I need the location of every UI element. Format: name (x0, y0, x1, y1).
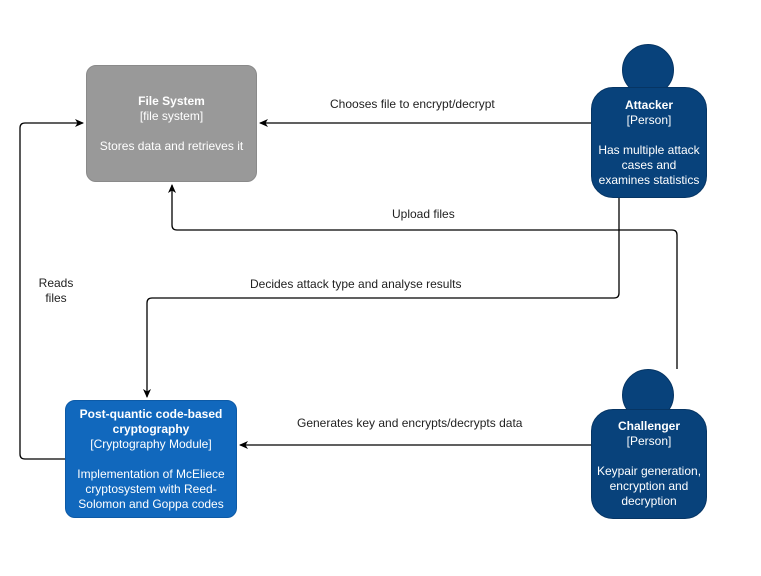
crypto-description-line2: cryptosystem with Reed- (85, 481, 217, 496)
challenger-description-line3: decryption (621, 494, 677, 508)
edge-reads-files (19, 119, 84, 460)
attacker-node[interactable]: Attacker [Person] Has multiple attack ca… (591, 87, 707, 198)
attacker-description-line3: examines statistics (598, 172, 700, 187)
attacker-title: Attacker (624, 97, 674, 112)
edge-label-generates: Generates key and encrypts/decrypts data (297, 416, 523, 431)
edge-label-reads: Reads files (36, 276, 76, 306)
crypto-description-line3: Solomon and Goppa codes (78, 496, 224, 511)
file-system-node[interactable]: File System [file system] Stores data an… (86, 65, 257, 182)
challenger-description-line2: encryption and (609, 479, 689, 493)
edge-decides-attack (143, 198, 620, 398)
attacker-description-line2: cases and (621, 157, 677, 172)
crypto-description-line1: Implementation of McEliece (77, 466, 225, 481)
edge-label-reads-line2: files (45, 291, 67, 305)
file-system-title: File System (138, 93, 205, 108)
challenger-type: [Person] (626, 434, 672, 448)
attacker-type: [Person] (626, 112, 672, 127)
edge-label-reads-line1: Reads (38, 276, 74, 290)
challenger-description-line1: Keypair generation, (596, 464, 702, 478)
challenger-node[interactable]: Challenger [Person] Keypair generation, … (591, 409, 707, 519)
attacker-description-line1: Has multiple attack (598, 142, 700, 157)
challenger-title: Challenger (617, 419, 680, 433)
crypto-type: [Cryptography Module] (90, 436, 212, 451)
crypto-module-node[interactable]: Post-quantic code-based cryptography [Cr… (65, 400, 237, 518)
file-system-description: Stores data and retrieves it (99, 138, 244, 153)
file-system-type: [file system] (139, 108, 204, 123)
crypto-title-line1: Post-quantic code-based (79, 406, 223, 421)
edge-upload-files (168, 184, 678, 369)
crypto-title-line2: cryptography (112, 421, 190, 436)
edge-label-chooses: Chooses file to encrypt/decrypt (330, 97, 495, 112)
edge-label-upload: Upload files (392, 207, 455, 222)
edge-label-decides: Decides attack type and analyse results (250, 277, 462, 292)
